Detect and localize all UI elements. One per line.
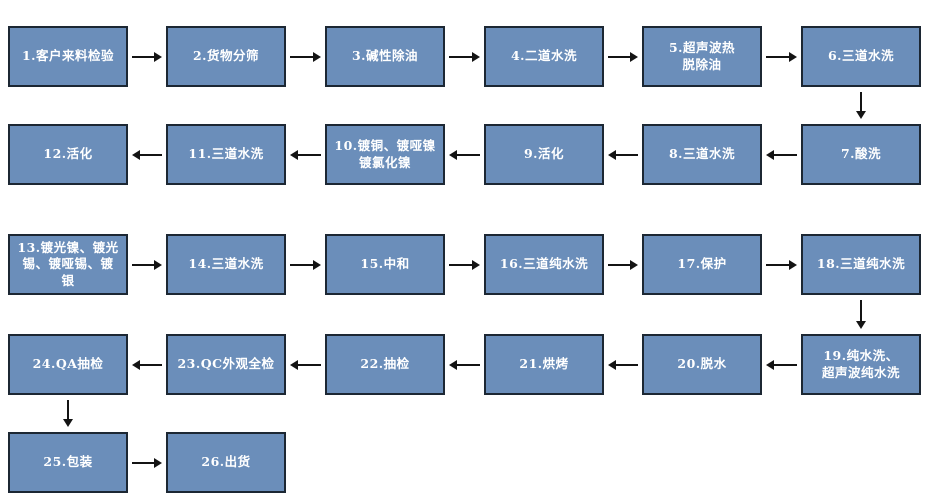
arrow-18-to-19 [855,300,867,329]
flow-node-3: 3.碱性除油 [325,26,445,87]
arrow-5-to-6 [766,51,797,63]
arrow-7-to-8 [766,149,797,161]
flow-node-24: 24.QA抽检 [8,334,128,395]
arrow-23-to-24 [132,359,162,371]
flow-node-8: 8.三道水洗 [642,124,762,185]
flow-node-25: 25.包装 [8,432,128,493]
arrow-11-to-12 [132,149,162,161]
flow-node-22: 22.抽检 [325,334,445,395]
flow-node-14: 14.三道水洗 [166,234,286,295]
flow-node-16: 16.三道纯水洗 [484,234,604,295]
arrow-24-to-25 [62,400,74,427]
flow-node-7: 7.酸洗 [801,124,921,185]
flow-node-6: 6.三道水洗 [801,26,921,87]
flow-node-13: 13.镀光镍、镀光 锡、镀哑锡、镀 银 [8,234,128,295]
flow-node-15: 15.中和 [325,234,445,295]
arrow-4-to-5 [608,51,638,63]
flow-node-1: 1.客户来料检验 [8,26,128,87]
arrow-19-to-20 [766,359,797,371]
arrow-2-to-3 [290,51,321,63]
arrow-3-to-4 [449,51,480,63]
flow-node-10: 10.镀铜、镀哑镍 镀氯化镍 [325,124,445,185]
arrow-13-to-14 [132,259,162,271]
arrow-9-to-10 [449,149,480,161]
flow-node-21: 21.烘烤 [484,334,604,395]
flow-node-9: 9.活化 [484,124,604,185]
arrow-22-to-23 [290,359,321,371]
flow-node-19: 19.纯水洗、 超声波纯水洗 [801,334,921,395]
arrow-16-to-17 [608,259,638,271]
flow-node-26: 26.出货 [166,432,286,493]
flow-node-5: 5.超声波热 脱除油 [642,26,762,87]
flow-node-20: 20.脱水 [642,334,762,395]
arrow-17-to-18 [766,259,797,271]
arrow-20-to-21 [608,359,638,371]
arrow-15-to-16 [449,259,480,271]
flow-node-4: 4.二道水洗 [484,26,604,87]
flow-node-12: 12.活化 [8,124,128,185]
arrow-6-to-7 [855,92,867,119]
flow-node-18: 18.三道纯水洗 [801,234,921,295]
arrow-25-to-26 [132,457,162,469]
flow-node-2: 2.货物分筛 [166,26,286,87]
flow-node-11: 11.三道水洗 [166,124,286,185]
flow-node-23: 23.QC外观全检 [166,334,286,395]
arrow-10-to-11 [290,149,321,161]
flow-node-17: 17.保护 [642,234,762,295]
arrow-21-to-22 [449,359,480,371]
arrow-8-to-9 [608,149,638,161]
arrow-1-to-2 [132,51,162,63]
arrow-14-to-15 [290,259,321,271]
